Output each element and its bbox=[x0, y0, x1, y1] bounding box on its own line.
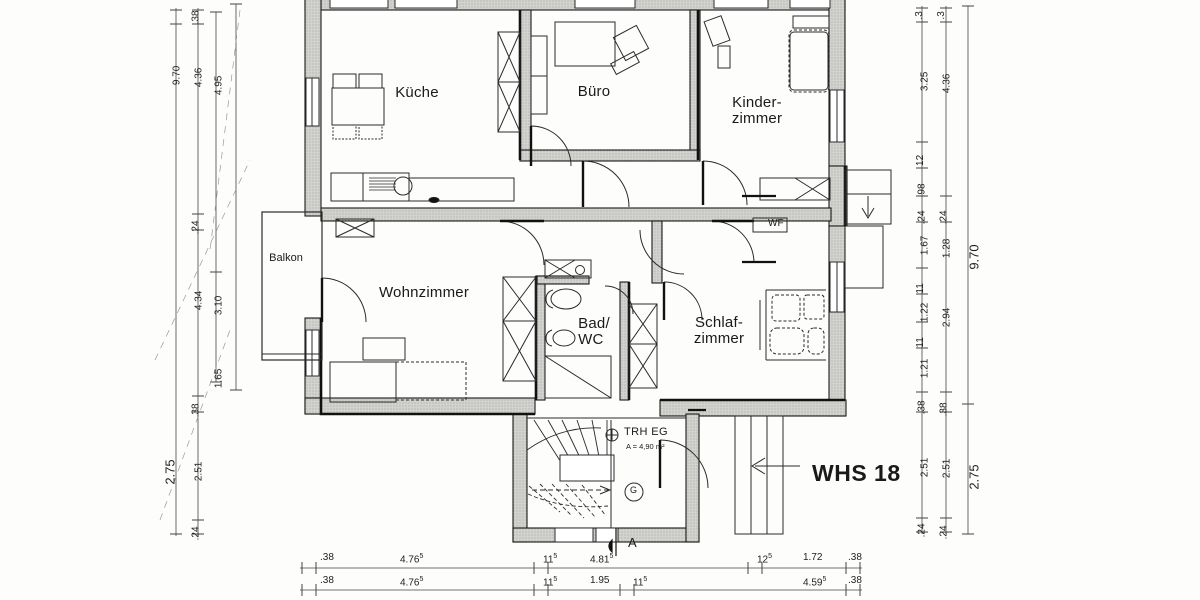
door-leaves bbox=[320, 126, 754, 488]
room-label-bad-wc: Bad/ WC bbox=[578, 315, 610, 349]
dimension-bottom-lower-2: 115 bbox=[543, 576, 558, 589]
dimension-bottom-upper-3: 4.815 bbox=[590, 553, 614, 566]
dimension-right-inner-8: 11 bbox=[914, 337, 926, 348]
dimension-right-mid-3: 1.28 bbox=[941, 238, 953, 259]
room-label-kinderzimmer: Kinder- zimmer bbox=[731, 94, 783, 128]
dimension-right-inner-1: 3.25 bbox=[919, 71, 931, 92]
dimension-bottom-upper-5: 1.72 bbox=[803, 552, 823, 563]
wall-stubs bbox=[688, 194, 776, 412]
dimension-left-mid-0: .38 bbox=[190, 10, 202, 25]
dimension-right-mid-0: .3 bbox=[935, 11, 947, 20]
door-swings bbox=[321, 125, 755, 489]
dimension-right-mid-5: .38 bbox=[938, 402, 950, 417]
page-title: WHS 18 bbox=[812, 460, 901, 486]
dimension-left-outer-0: 2.75 bbox=[162, 459, 178, 485]
right-annex bbox=[844, 169, 892, 289]
dimension-left-mid-3: 4.34 bbox=[193, 290, 205, 311]
bedroom-furniture bbox=[759, 261, 845, 361]
dimension-right-outer-0: 9.70 bbox=[966, 244, 982, 270]
dimension-left-mid-1: 4.36 bbox=[193, 67, 205, 88]
dimension-right-inner-9: 1.21 bbox=[919, 358, 931, 379]
dimension-bottom-lower-4: 115 bbox=[633, 576, 648, 589]
dimension-right-inner-7: 1.22 bbox=[919, 302, 931, 323]
dimension-bottom-upper-1: 4.765 bbox=[400, 553, 424, 566]
dimension-right-mid-6: 2.51 bbox=[941, 458, 953, 479]
dimension-left-inner-2: 1.65 bbox=[213, 368, 225, 389]
dimension-right-inner-12: .24 bbox=[916, 523, 928, 538]
kitchen-furniture bbox=[305, 73, 515, 204]
dimension-left-mid-5: 2.51 bbox=[193, 461, 205, 482]
stair-area-label: A = 4,90 m² bbox=[626, 442, 665, 451]
thin-linework bbox=[261, 0, 892, 543]
exterior-stairs bbox=[734, 415, 800, 535]
dimension-bottom-lower-5: 4.595 bbox=[803, 576, 827, 589]
dimension-right-outer-1: 2.75 bbox=[966, 464, 982, 490]
dimension-bottom-upper-2: 115 bbox=[543, 553, 558, 566]
room-label-kueche: Küche bbox=[395, 84, 439, 101]
dimension-right-mid-7: .24 bbox=[938, 525, 950, 540]
dimension-left-mid-6: .24 bbox=[190, 526, 202, 541]
dimension-bottom-lower-3: 1.95 bbox=[590, 575, 610, 586]
childrens-room-furniture bbox=[703, 15, 845, 201]
dimension-left-mid-2: .24 bbox=[190, 220, 202, 235]
dimension-right-mid-2: .24 bbox=[938, 210, 950, 225]
dimension-right-mid-4: 2.94 bbox=[941, 307, 953, 328]
dimension-lines bbox=[154, 3, 974, 596]
dimension-bottom-upper-4: 125 bbox=[757, 553, 773, 566]
dimension-bottom-lower-6: .38 bbox=[848, 575, 862, 586]
bathroom-fixtures bbox=[544, 259, 612, 399]
window-openings bbox=[329, 0, 831, 9]
dimension-bottom-upper-0: .38 bbox=[320, 552, 334, 563]
dimension-bottom-upper-6: .38 bbox=[848, 552, 862, 563]
room-label-schlafzimmer: Schlaf- zimmer bbox=[693, 314, 745, 348]
stair-label-trh-eg: TRH EG bbox=[624, 426, 668, 438]
dimension-left-inner-0: 4.95 bbox=[213, 75, 225, 96]
dimension-left-inner-1: 3.10 bbox=[213, 295, 225, 316]
hallway-closets bbox=[335, 218, 658, 389]
staircase bbox=[526, 417, 686, 543]
dimension-right-inner-4: .24 bbox=[916, 210, 928, 225]
living-room-furniture bbox=[305, 329, 467, 403]
room-label-wohnzimmer: Wohnzimmer bbox=[378, 284, 470, 301]
wf-label: WF bbox=[768, 218, 784, 229]
room-label-buero: Büro bbox=[577, 83, 611, 100]
dimension-right-mid-1: 4.36 bbox=[941, 73, 953, 94]
dimension-right-inner-5: 1.67 bbox=[919, 235, 931, 256]
wf-appliance bbox=[752, 217, 788, 233]
stair-marker-g: G bbox=[630, 485, 638, 495]
dimension-left-total-0: 9.70 bbox=[171, 65, 183, 86]
dimension-bottom-lower-1: 4.765 bbox=[400, 576, 424, 589]
dimension-right-inner-6: 11 bbox=[914, 283, 926, 294]
room-label-balkon: Balkon bbox=[269, 252, 303, 264]
dimension-left-mid-4: .38 bbox=[190, 403, 202, 418]
dimension-right-inner-0: .3 bbox=[913, 11, 925, 20]
section-marker-a bbox=[608, 528, 617, 556]
office-furniture bbox=[497, 21, 650, 133]
section-marker-label: A bbox=[628, 535, 637, 550]
dimension-right-inner-10: .38 bbox=[916, 400, 928, 415]
dimension-right-inner-2: 12 bbox=[915, 154, 927, 166]
dimension-right-inner-3: .98 bbox=[916, 183, 928, 198]
dimension-bottom-lower-0: .38 bbox=[320, 575, 334, 586]
dimension-right-inner-11: 2.51 bbox=[919, 457, 931, 478]
